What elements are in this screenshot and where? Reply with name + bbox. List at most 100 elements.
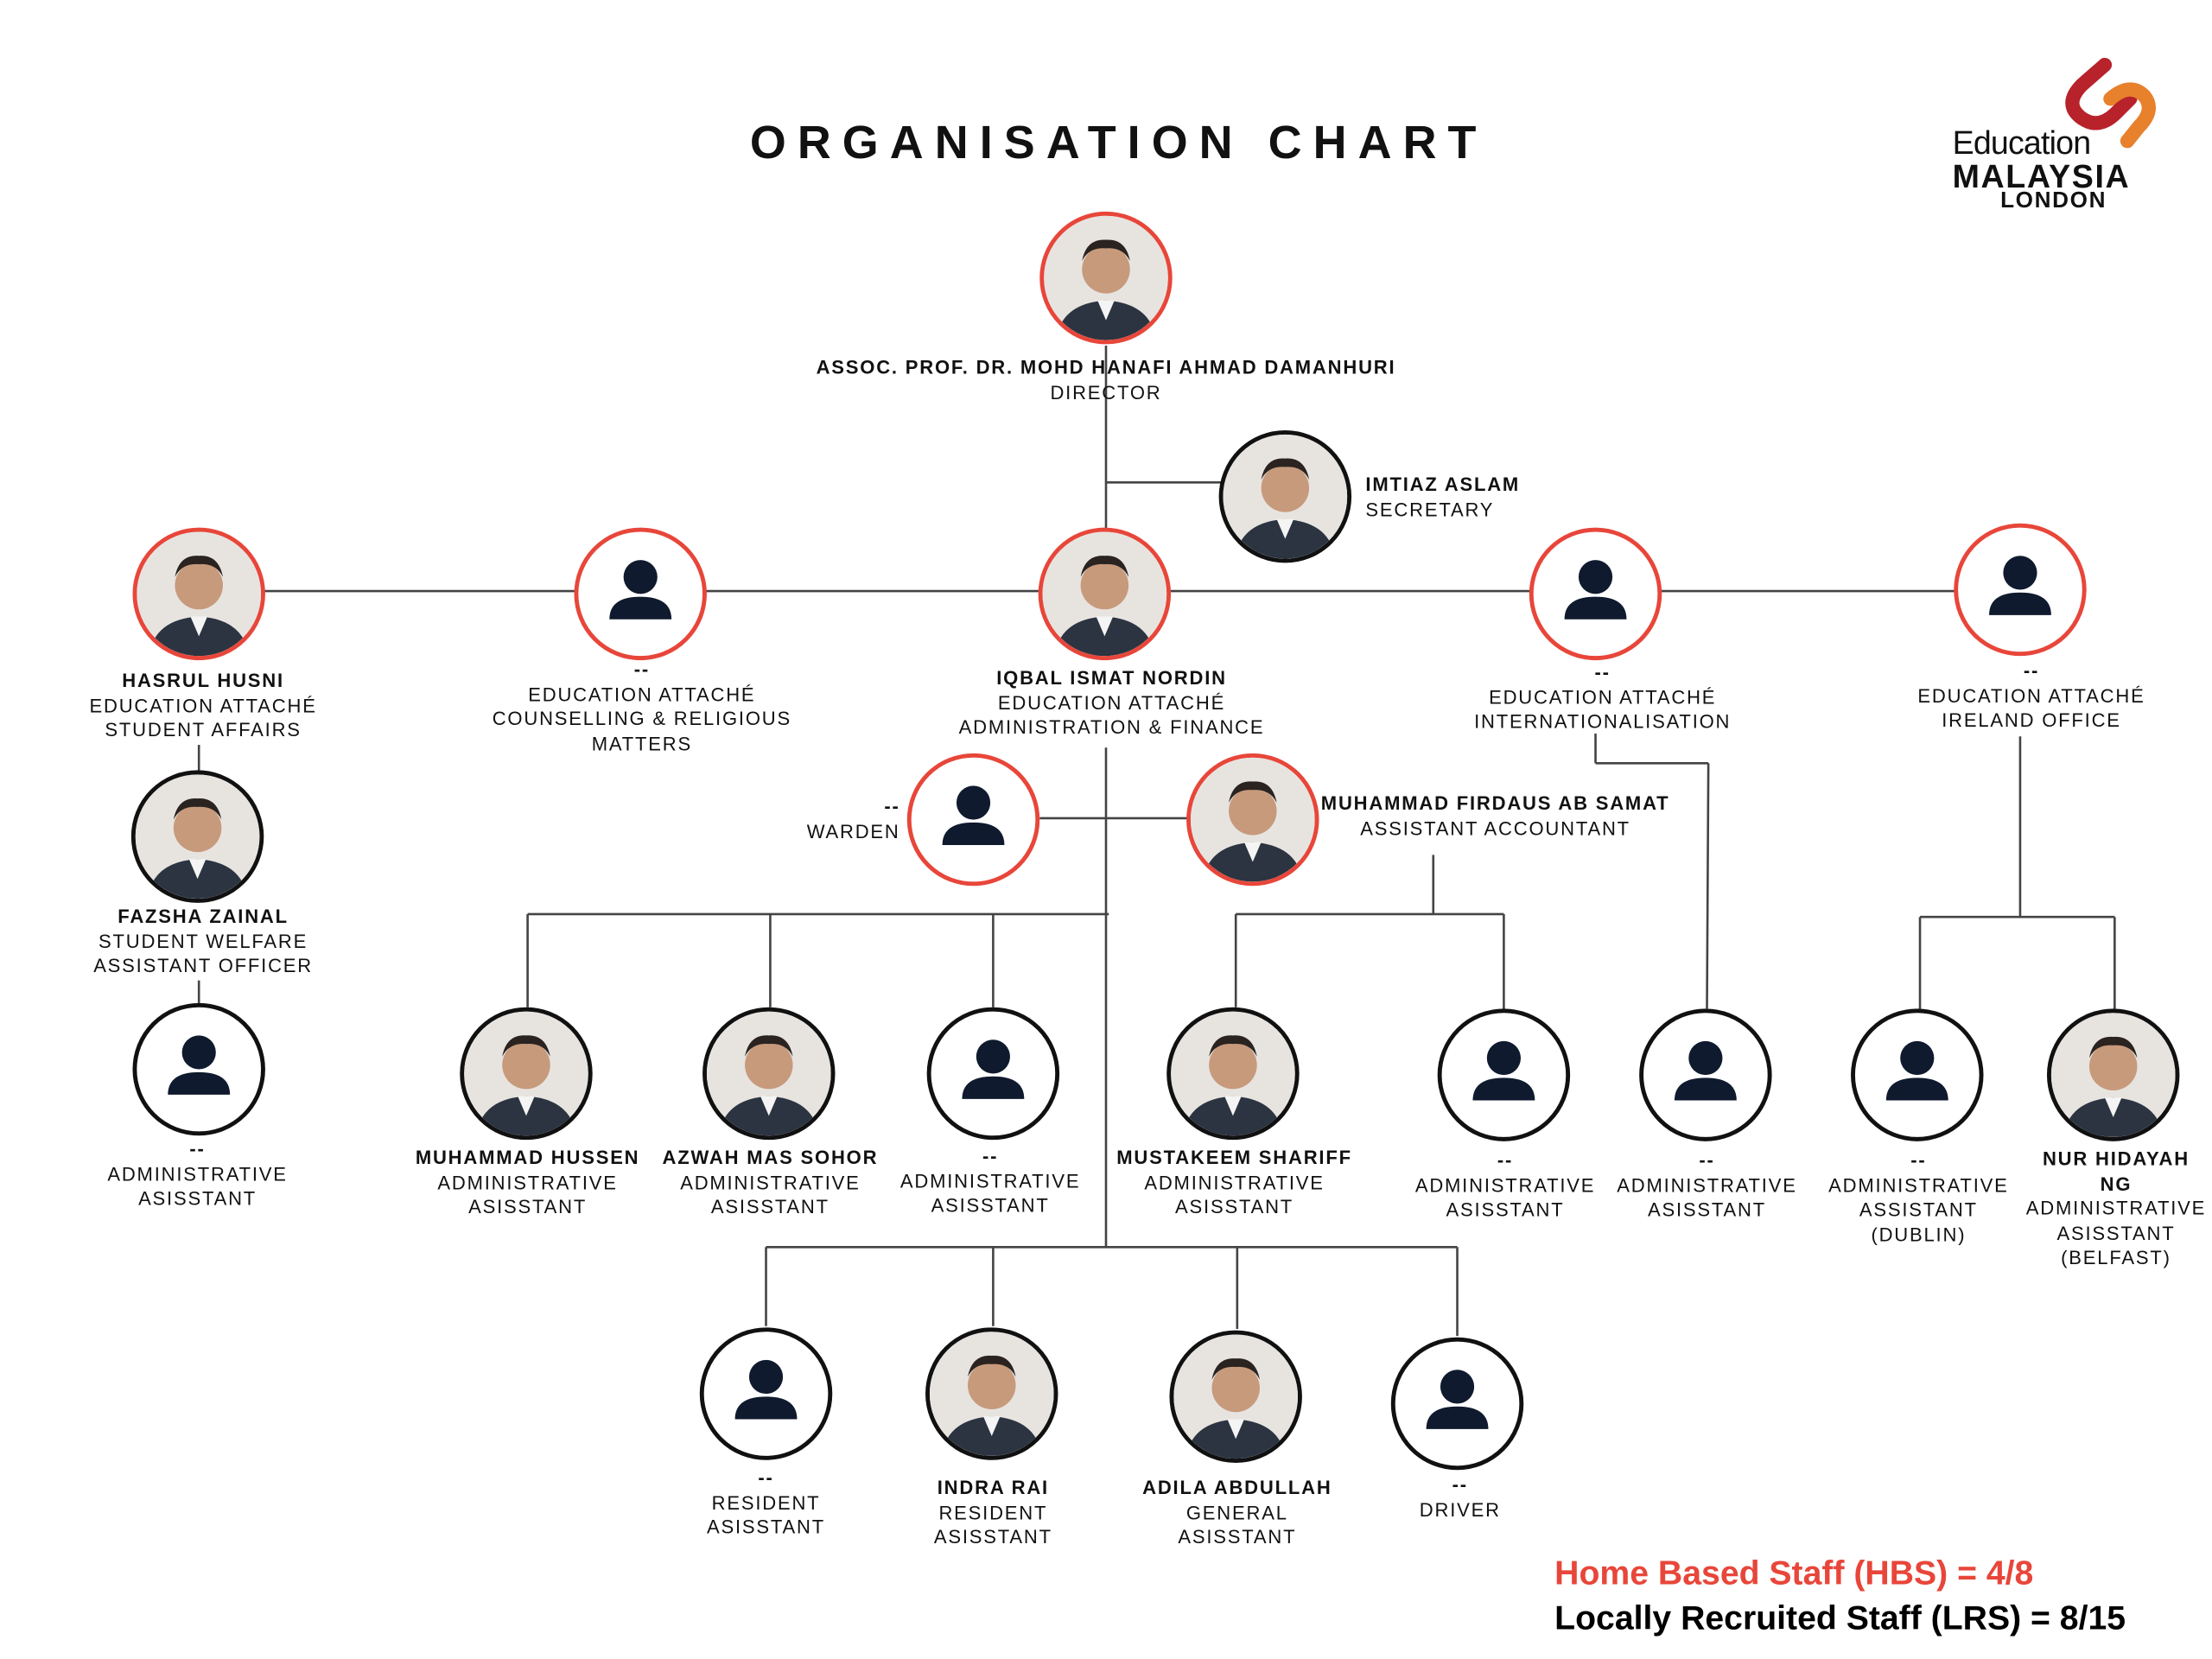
staff-role: STUDENT AFFAIRS — [105, 719, 302, 741]
staff-role: ASISSTANT — [1175, 1196, 1294, 1217]
staff-name: ADILA ABDULLAH — [1142, 1477, 1332, 1498]
logo-text-malaysia: MALAYSIA — [1952, 157, 2131, 195]
staff-role: EDUCATION ATTACHÉ — [1489, 686, 1717, 708]
logo-text-london: LONDON — [2000, 188, 2107, 213]
profile-photo — [1042, 531, 1167, 657]
staff-name: HASRUL HUSNI — [122, 670, 284, 691]
education-malaysia-logo: Education MALAYSIA LONDON — [1949, 56, 2161, 219]
staff-role: ASISSTANT — [933, 1526, 1052, 1548]
staff-role: SECRETARY — [1365, 499, 1495, 520]
staff-name: -- — [982, 1145, 999, 1167]
staff-photo-circle — [1186, 753, 1319, 887]
person-placeholder-icon — [1989, 556, 2051, 615]
staff-photo-circle — [925, 1327, 1058, 1460]
staff-role: MATTERS — [591, 733, 692, 754]
vacant-position-circle — [1851, 1008, 1984, 1141]
staff-photo-circle — [1038, 527, 1172, 661]
staff-role: ASISSTANT — [138, 1187, 257, 1210]
profile-photo — [929, 1332, 1054, 1456]
vacant-position-circle — [1529, 527, 1662, 661]
person-placeholder-icon — [1472, 1040, 1535, 1101]
staff-photo-circle — [2046, 1008, 2180, 1141]
staff-name: -- — [2023, 660, 2040, 682]
staff-name: IQBAL ISMAT NORDIN — [996, 667, 1227, 689]
person-placeholder-icon — [962, 1039, 1025, 1099]
staff-name: -- — [1452, 1474, 1468, 1496]
staff-role: ASSISTANT ACCOUNTANT — [1360, 817, 1630, 839]
staff-role: EDUCATION ATTACHÉ — [997, 691, 1226, 714]
staff-role: DIRECTOR — [1050, 381, 1162, 404]
vacant-position-circle — [1437, 1008, 1571, 1141]
staff-role: ADMINISTRATIVE — [1414, 1174, 1596, 1196]
staff-role: ADMINISTRATIVE — [1828, 1174, 2009, 1196]
profile-photo — [1173, 1334, 1299, 1459]
profile-photo — [1190, 757, 1315, 882]
staff-role: ASISSTANT — [468, 1196, 588, 1217]
staff-name: -- — [1497, 1149, 1514, 1172]
profile-photo — [1223, 434, 1348, 559]
person-placeholder-icon — [1426, 1370, 1489, 1429]
staff-name: NUR HIDAYAH NG — [2042, 1147, 2190, 1195]
staff-photo-circle — [1166, 1007, 1300, 1141]
staff-role: DRIVER — [1419, 1498, 1501, 1521]
staff-name: -- — [189, 1138, 206, 1160]
staff-name: -- — [758, 1466, 774, 1489]
staff-name: -- — [884, 795, 900, 817]
staff-label: INDRA RAI RESIDENT ASISSTANT — [934, 1476, 1052, 1550]
staff-photo-circle — [460, 1007, 593, 1141]
staff-role: ASISSTANT — [710, 1196, 830, 1217]
connector-line — [1706, 763, 1710, 1009]
person-placeholder-icon — [1564, 560, 1627, 620]
staff-name: ASSOC. PROF. DR. MOHD HANAFI AHMAD DAMAN… — [816, 357, 1396, 378]
staff-role: ASISSTANT — [1647, 1198, 1767, 1221]
staff-role: ADMINISTRATIVE — [1144, 1171, 1325, 1193]
staff-name: IMTIAZ ASLAM — [1365, 474, 1521, 496]
staff-role: STUDENT WELFARE — [99, 930, 308, 952]
staff-name: MUSTAKEEM SHARIFF — [1116, 1147, 1352, 1168]
staff-name: -- — [1910, 1149, 1927, 1172]
vacant-position-circle — [132, 1002, 265, 1136]
staff-role: IRELAND OFFICE — [1942, 709, 2121, 731]
staff-label: ASSOC. PROF. DR. MOHD HANAFI AHMAD DAMAN… — [817, 355, 1396, 404]
staff-name: FAZSHA ZAINAL — [118, 906, 289, 927]
vacant-position-circle — [1954, 523, 2087, 657]
staff-role: RESIDENT — [938, 1501, 1048, 1523]
staff-role: GENERAL — [1185, 1501, 1288, 1523]
staff-role: RESIDENT — [711, 1491, 821, 1514]
profile-photo — [135, 774, 260, 899]
staff-role: ASSISTANT — [1859, 1198, 1978, 1221]
staff-role: ASISSTANT — [1178, 1526, 1297, 1548]
profile-photo — [706, 1011, 831, 1136]
staff-label: FAZSHA ZAINAL STUDENT WELFARE ASSISTANT OF… — [93, 905, 313, 979]
staff-role: ASSISTANT OFFICER — [93, 955, 314, 976]
staff-role: ADMINISTRATIVE — [680, 1171, 861, 1193]
staff-role: EDUCATION ATTACHÉ — [528, 683, 756, 705]
vacant-position-circle — [699, 1327, 833, 1460]
profile-photo — [464, 1011, 588, 1136]
vacant-position-circle — [574, 527, 707, 661]
person-placeholder-icon — [1885, 1040, 1948, 1101]
staff-photo-circle — [1218, 429, 1352, 563]
staff-photo-circle — [1169, 1330, 1302, 1464]
page-title: ORGANISATION CHART — [749, 115, 1488, 168]
staff-role: ADMINISTRATIVE — [107, 1163, 288, 1185]
staff-role: EDUCATION ATTACHÉ — [1917, 684, 2145, 707]
staff-role: ASISSTANT — [1446, 1198, 1565, 1221]
staff-role: ADMINISTRATIVE — [437, 1171, 618, 1193]
person-placeholder-icon — [1674, 1040, 1737, 1101]
staff-role: ADMINISTRATION & FINANCE — [958, 716, 1265, 738]
vacant-position-circle — [1390, 1337, 1524, 1471]
staff-role: (BELFAST) — [2061, 1247, 2171, 1268]
vacant-position-circle — [926, 1007, 1060, 1141]
profile-photo — [1171, 1011, 1295, 1136]
staff-photo-circle — [130, 770, 264, 903]
staff-name: INDRA RAI — [937, 1477, 1049, 1498]
staff-role: ASISSTANT — [2056, 1222, 2176, 1244]
